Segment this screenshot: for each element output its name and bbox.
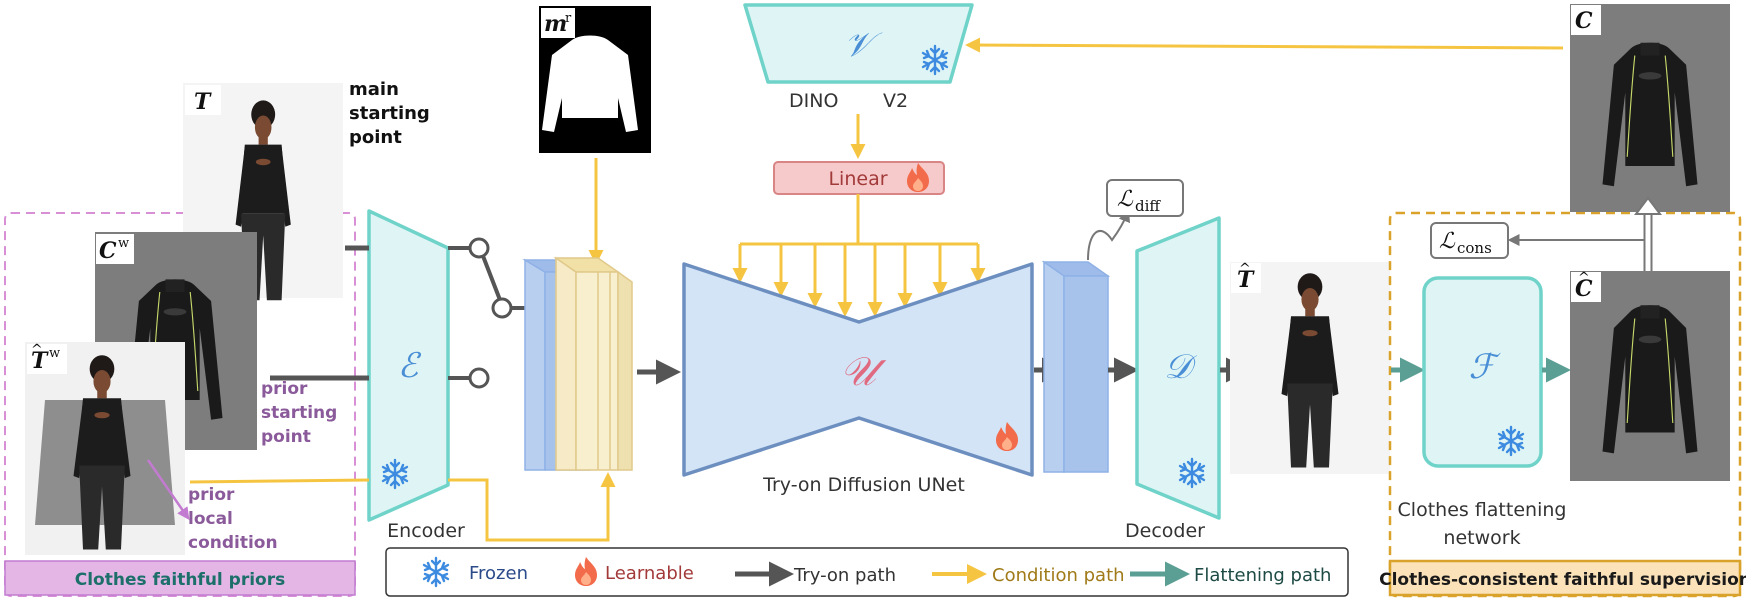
label-T: T — [194, 89, 212, 115]
legend-frozen-label: Frozen — [469, 563, 528, 584]
supervision-banner-box — [1388, 559, 1742, 597]
output-latent — [1041, 260, 1111, 473]
legend-condition-label: Condition path — [992, 565, 1125, 586]
prior-local-line-2: local — [188, 509, 233, 529]
label-Cw: C — [99, 238, 117, 264]
decoder-shape — [1135, 216, 1221, 520]
encoder-shape — [367, 209, 450, 522]
priors-dashed-box — [4, 212, 356, 597]
L-diff-box — [1106, 179, 1184, 217]
label-mr-sup: r — [565, 11, 572, 26]
path-encoder-condition — [448, 472, 616, 542]
priors-banner-box — [4, 560, 356, 596]
photo-C: C — [1570, 4, 1730, 212]
L-diff-symbol: ℒ — [1117, 187, 1134, 212]
L-cons-symbol: ℒ — [1439, 229, 1456, 254]
prior-start-line-1: prior — [261, 379, 308, 399]
switch-node-mid — [491, 297, 513, 319]
prior-start-line-3: point — [261, 427, 311, 447]
flatten-network-shape — [1422, 276, 1543, 468]
legend-tryon-label: Try-on path — [793, 565, 896, 586]
L-diff-subscript: diff — [1135, 197, 1161, 215]
main-starting-point-text: main starting point — [349, 79, 430, 148]
path-latent-to-Ldiff — [1087, 209, 1131, 261]
dino-encoder-shape — [743, 3, 974, 84]
linear-label: Linear — [828, 168, 887, 190]
main-start-line-3: point — [349, 127, 402, 148]
decoder-label: Decoder — [1125, 520, 1205, 542]
supervision-banner-text: Clothes-consistent faithful supervision — [1379, 570, 1746, 590]
L-cons-box — [1430, 222, 1509, 259]
label-T-hat-caret: ^ — [1239, 261, 1251, 277]
photo-Tw: T ^ w — [25, 342, 185, 555]
dino-label-left: DINO — [789, 90, 838, 112]
label-mr: m — [544, 11, 567, 37]
label-C-hat: C — [1575, 276, 1593, 302]
label-C-hat-caret: ^ — [1578, 270, 1590, 286]
photo-Cw: C w — [95, 232, 257, 450]
prior-local-line-3: condition — [188, 533, 278, 553]
flatten-label-line-1: Clothes flattening — [1398, 499, 1567, 521]
mask-mr: m r — [539, 6, 651, 153]
label-T-hat: T — [1237, 267, 1255, 293]
input-stack — [522, 256, 633, 471]
path-Tw-condition — [189, 478, 370, 484]
encoder-label: Encoder — [387, 520, 465, 542]
main-start-line-1: main — [349, 79, 399, 100]
prior-local-line-1: prior — [188, 485, 235, 505]
legend-flatten-label: Flattening path — [1194, 565, 1331, 586]
encoder-symbol: ℰ — [398, 346, 422, 386]
prior-local-condition-text: prior local condition — [188, 485, 278, 553]
prior-start-line-2: starting — [261, 403, 337, 423]
flatten-label-line-2: network — [1443, 527, 1520, 549]
prior-starting-point-text: prior starting point — [261, 379, 337, 447]
main-start-line-2: starting — [349, 103, 430, 124]
label-C: C — [1575, 8, 1593, 34]
switch-node-bottom — [468, 367, 490, 389]
priors-banner-text: Clothes faithful priors — [75, 570, 286, 590]
label-Tw-hat: ^ — [31, 342, 43, 358]
prior-local-arrow — [146, 459, 190, 521]
photo-T-hat: T ^ — [1230, 261, 1390, 474]
dino-label-right: V2 — [883, 90, 908, 112]
switch-node-top — [468, 237, 490, 259]
unet-label: Try-on Diffusion UNet — [762, 474, 965, 496]
supervision-dashed-box — [1388, 211, 1742, 598]
L-cons-subscript: cons — [1457, 239, 1492, 257]
legend-learnable-label: Learnable — [605, 563, 694, 584]
condition-fan-arrows — [732, 244, 986, 317]
unet-shape — [682, 262, 1034, 477]
legend-box — [385, 547, 1349, 597]
photo-C-hat: C ^ — [1570, 270, 1730, 481]
switch-lever — [481, 255, 502, 301]
label-Cw-sup: w — [118, 236, 129, 251]
label-Tw: T — [31, 348, 49, 374]
path-C-to-dino — [965, 37, 1564, 53]
label-Tw-sup: w — [49, 346, 60, 361]
